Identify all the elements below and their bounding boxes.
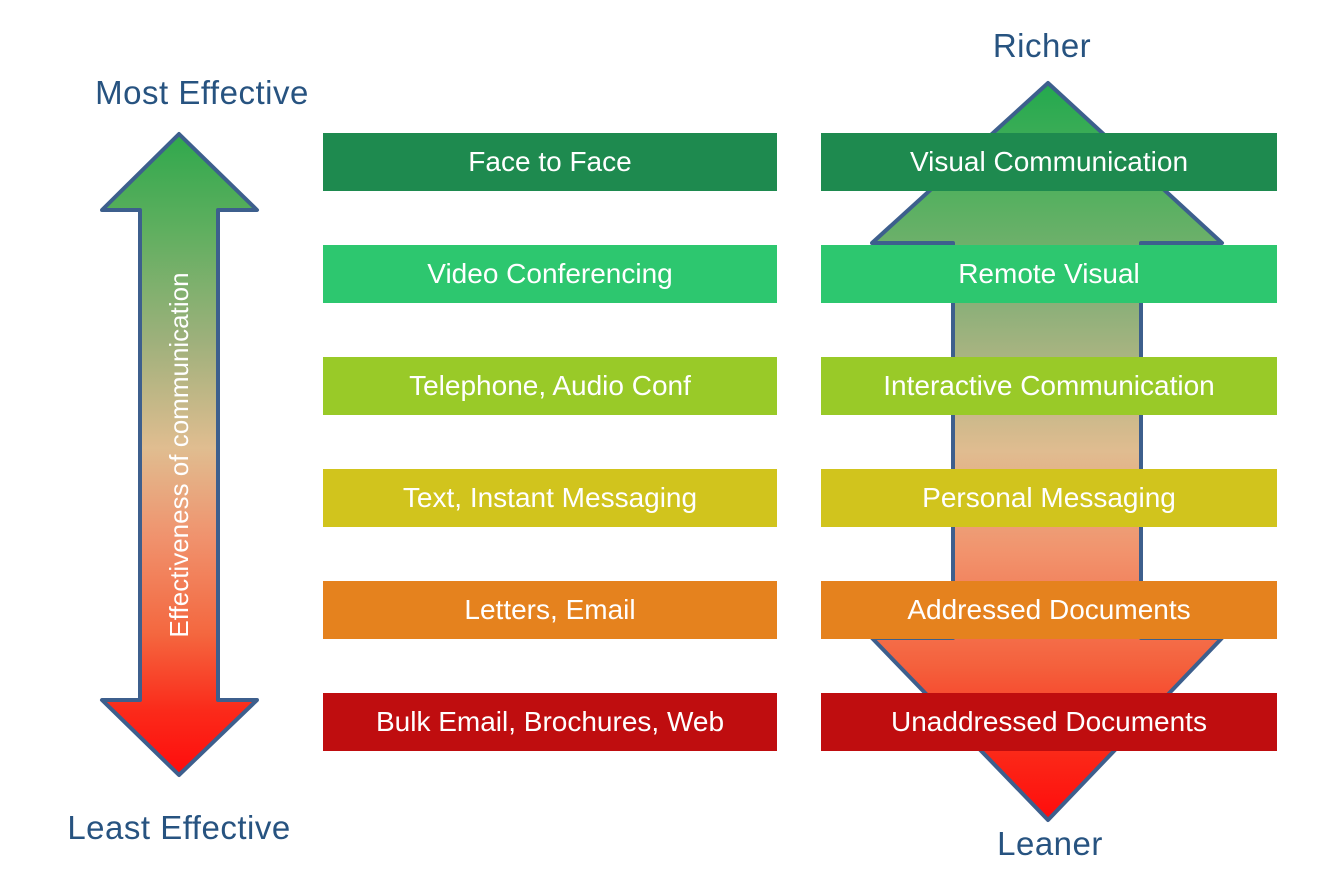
effectiveness-axis-label: Effectiveness of communication <box>164 272 194 638</box>
channel-bar-label: Face to Face <box>468 146 632 177</box>
least-effective-label: Least Effective <box>67 809 291 846</box>
most-effective-label: Most Effective <box>95 74 309 111</box>
channel-bar-label: Bulk Email, Brochures, Web <box>375 706 725 737</box>
category-bar-addressed-documents: Addressed Documents <box>821 581 1277 639</box>
channel-bar-telephone-audio-conf: Telephone, Audio Conf <box>323 357 777 415</box>
category-bar-interactive-communication: Interactive Communication <box>821 357 1277 415</box>
category-bar-label: Interactive Communication <box>883 370 1215 401</box>
richer-label: Richer <box>992 27 1092 64</box>
category-bar-personal-messaging: Personal Messaging <box>821 469 1277 527</box>
category-bar-label: Visual Communication <box>909 146 1189 177</box>
leaner-label: Leaner <box>997 825 1103 862</box>
category-bar-label: Personal Messaging <box>922 482 1176 513</box>
channel-bar-label: Telephone, Audio Conf <box>409 370 691 401</box>
category-bar-label: Remote Visual <box>958 258 1140 289</box>
category-bar-label: Addressed Documents <box>907 594 1191 625</box>
category-bar-label: Unaddressed Documents <box>891 706 1207 737</box>
category-bar-unaddressed-documents: Unaddressed Documents <box>821 693 1277 751</box>
channel-bar-label: Video Conferencing <box>427 258 673 289</box>
channel-bar-letters-email: Letters, Email <box>323 581 777 639</box>
channel-bar-label: Letters, Email <box>464 594 636 625</box>
category-bar-visual-communication: Visual Communication <box>821 133 1277 191</box>
channel-bar-face-to-face: Face to Face <box>323 133 777 191</box>
category-bar-remote-visual: Remote Visual <box>821 245 1277 303</box>
channel-bar-text-instant-messaging: Text, Instant Messaging <box>323 469 777 527</box>
channel-bar-label: Text, Instant Messaging <box>402 482 698 513</box>
channel-bar-bulk-email-brochures-web: Bulk Email, Brochures, Web <box>323 693 777 751</box>
channel-bar-video-conferencing: Video Conferencing <box>323 245 777 303</box>
